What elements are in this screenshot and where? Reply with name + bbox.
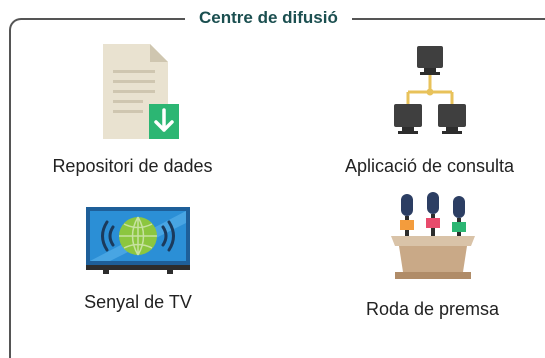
network-computers-icon	[393, 46, 466, 134]
press-conference-icon	[390, 192, 475, 279]
item-label: Roda de premsa	[365, 299, 500, 319]
item-tv-signal[interactable]: Senyal de TV	[38, 205, 238, 313]
group-title: Centre de difusió	[185, 7, 352, 29]
item-query-application[interactable]: Aplicació de consulta	[322, 44, 537, 177]
item-data-repository[interactable]: Repositori de dades	[30, 44, 235, 177]
item-label: Senyal de TV	[84, 292, 192, 312]
document-download-icon	[102, 44, 179, 139]
tv-broadcast-icon	[86, 207, 190, 274]
item-label: Repositori de dades	[52, 156, 213, 176]
item-label: Aplicació de consulta	[344, 156, 515, 176]
item-press-conference[interactable]: Roda de premsa	[325, 192, 540, 320]
